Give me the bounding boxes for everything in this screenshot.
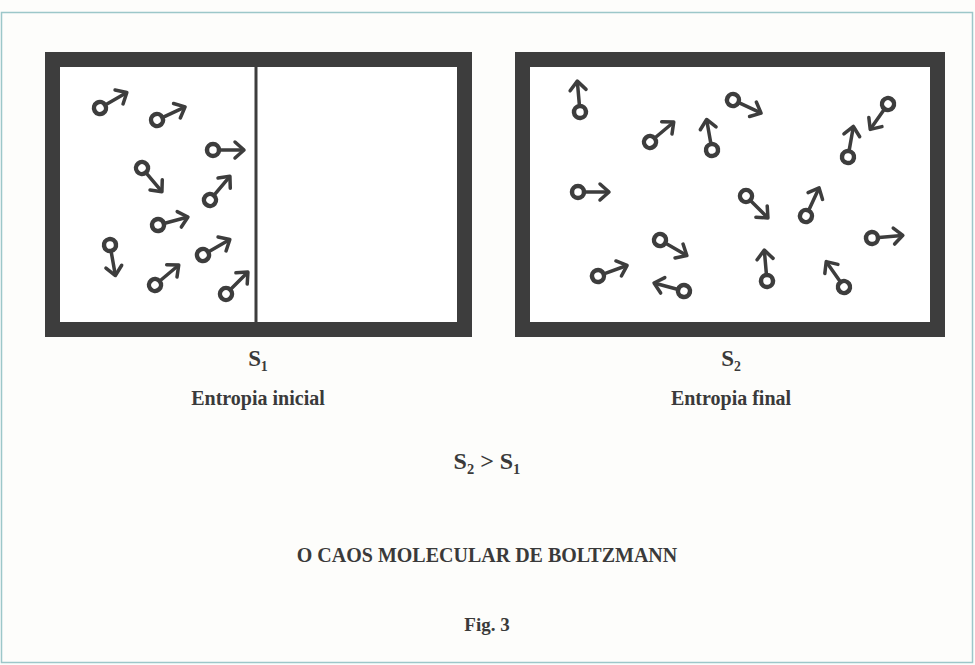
velocity-head	[675, 244, 691, 262]
molecule-ball	[572, 186, 584, 198]
inequality: S₂ > S₁	[454, 448, 521, 475]
velocity-head	[150, 180, 168, 197]
molecule	[865, 227, 903, 246]
velocity-head	[235, 142, 244, 158]
molecule	[839, 125, 861, 164]
page-frame	[2, 13, 973, 663]
figure-number: Fig. 3	[464, 614, 509, 636]
velocity-shaft	[577, 82, 579, 105]
velocity-head	[820, 257, 838, 274]
molecule	[216, 266, 253, 303]
molecule-ball	[865, 231, 878, 244]
molecule	[796, 185, 826, 225]
molecule-ball	[652, 232, 668, 248]
molecule-ball	[103, 238, 117, 252]
molecule	[101, 238, 123, 277]
molecule	[148, 100, 188, 130]
entropy-label: Entropia inicial	[191, 387, 325, 410]
velocity-head	[756, 249, 773, 259]
velocity-shaft	[214, 177, 229, 195]
velocity-head	[652, 275, 665, 293]
molecule	[145, 259, 184, 295]
molecule	[864, 94, 898, 133]
velocity-head	[893, 227, 903, 244]
velocity-head	[844, 125, 861, 137]
velocity-shaft	[220, 148, 243, 152]
velocity-head	[236, 266, 254, 284]
figure-caption: O CAOS MOLECULAR DE BOLTZMANN	[297, 544, 677, 567]
final-container	[523, 60, 938, 330]
molecule	[200, 171, 236, 210]
molecule	[820, 257, 854, 296]
velocity-head	[177, 209, 190, 227]
molecule	[132, 158, 168, 197]
partition-wall	[255, 66, 258, 322]
molecules	[91, 80, 904, 303]
velocity-head	[808, 185, 826, 200]
molecule-ball	[207, 144, 219, 156]
molecule-ball	[841, 150, 855, 164]
molecule-ball	[151, 218, 166, 233]
molecule	[569, 80, 588, 118]
velocity-head	[569, 80, 586, 90]
molecule	[91, 86, 131, 118]
entropy-symbol: S₁	[248, 346, 268, 372]
molecule-ball	[677, 284, 692, 299]
molecule	[207, 142, 244, 158]
molecule	[640, 116, 679, 152]
molecule-ball	[705, 143, 719, 157]
velocity-shaft	[655, 123, 673, 138]
velocity-shaft	[146, 173, 161, 191]
velocity-head	[106, 265, 123, 277]
molecule-ball	[590, 268, 605, 283]
velocity-shaft	[879, 235, 902, 237]
molecule-ball	[195, 247, 211, 263]
molecule	[590, 258, 630, 286]
entropy-label: Entropia final	[671, 387, 791, 410]
molecule	[736, 186, 773, 223]
initial-container	[53, 60, 465, 330]
velocity-head	[218, 171, 236, 188]
molecule	[651, 230, 691, 262]
velocity-head	[600, 184, 609, 200]
molecule-ball	[760, 274, 773, 287]
velocity-head	[699, 118, 716, 130]
velocity-shaft	[231, 273, 247, 289]
molecule-ball	[725, 92, 741, 108]
molecule-ball	[573, 105, 586, 118]
velocity-head	[167, 259, 184, 277]
velocity-shaft	[751, 201, 767, 217]
molecule	[572, 184, 609, 200]
velocity-head	[115, 86, 131, 104]
molecule	[756, 249, 775, 287]
molecule	[194, 233, 234, 265]
velocity-head	[218, 233, 234, 251]
molecule-ball	[92, 100, 108, 116]
velocity-head	[662, 116, 679, 134]
velocity-head	[750, 102, 765, 120]
molecule	[150, 209, 190, 234]
velocity-head	[864, 117, 882, 134]
molecule	[724, 90, 764, 120]
velocity-shaft	[585, 190, 608, 194]
molecule-ball	[149, 112, 165, 128]
velocity-head	[756, 206, 774, 224]
velocity-head	[616, 258, 630, 276]
molecule-ball	[798, 208, 814, 224]
velocity-shaft	[764, 251, 766, 274]
molecule	[652, 275, 692, 300]
molecule	[699, 118, 721, 157]
velocity-shaft	[160, 266, 178, 281]
velocity-head	[174, 100, 189, 118]
entropy-symbol: S₂	[721, 346, 741, 372]
